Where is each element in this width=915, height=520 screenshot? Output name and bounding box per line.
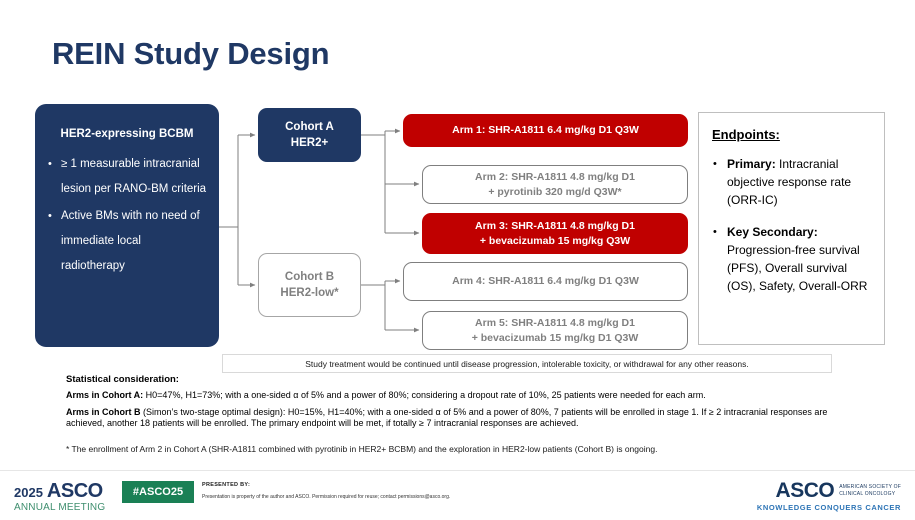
endpoint-key-secondary-label: Key Secondary: xyxy=(727,225,818,239)
arm-3-line-2: + bevacizumab 15 mg/kg Q3W xyxy=(479,234,631,247)
endpoint-key-secondary-text: Progression-free survival (PFS), Overall… xyxy=(727,243,868,293)
asco-wordmark: ASCO xyxy=(46,480,103,502)
statistics-cohort-a-label: Arms in Cohort A: xyxy=(66,390,144,400)
permission-text: Presentation is property of the author a… xyxy=(202,494,451,500)
footer-divider xyxy=(0,470,915,471)
arm-3-box[interactable]: Arm 3: SHR-A1811 4.8 mg/kg D1 + bevacizu… xyxy=(422,213,688,254)
cohort-b-subtitle: HER2-low* xyxy=(280,287,339,299)
population-criteria-list: ≥ 1 measurable intracranial lesion per R… xyxy=(47,152,207,279)
arm-2-line-1: Arm 2: SHR-A1811 4.8 mg/kg D1 xyxy=(475,170,635,183)
asco-society-tagline: AMERICAN SOCIETY OF CLINICAL ONCOLOGY xyxy=(839,484,901,498)
statistics-cohort-b: Arms in Cohort B (Simon’s two-stage opti… xyxy=(66,407,856,430)
endpoints-title: Endpoints: xyxy=(712,127,780,142)
asco-right-wordmark: ASCO xyxy=(775,479,835,502)
endpoint-key-secondary: Key Secondary: Progression-free survival… xyxy=(712,223,872,295)
cohort-a-name: Cohort A xyxy=(285,121,334,133)
endpoints-panel: Endpoints: Primary: Intracranial objecti… xyxy=(698,112,885,345)
asco-annual-meeting-label: ANNUAL MEETING xyxy=(14,502,106,513)
asco-year: 2025 xyxy=(14,485,43,500)
statistics-cohort-a-text: H0=47%, H1=73%; with a one-sided α of 5%… xyxy=(143,390,706,400)
page-title: REIN Study Design xyxy=(52,36,330,71)
treatment-continuation-note: Study treatment would be continued until… xyxy=(222,354,832,373)
statistical-consideration-block: Statistical consideration: Arms in Cohor… xyxy=(66,374,856,435)
asco-slogan: KNOWLEDGE CONQUERS CANCER xyxy=(756,503,901,512)
statistics-cohort-b-text: (Simon’s two-stage optimal design): H0=1… xyxy=(66,406,828,429)
population-criterion: Active BMs with no need of immediate loc… xyxy=(47,204,207,279)
presented-by-label: PRESENTED BY: xyxy=(202,482,251,488)
arm-4-line-1: Arm 4: SHR-A1811 6.4 mg/kg D1 Q3W xyxy=(452,275,639,287)
endpoint-primary-text: Intracranial objective response rate (OR… xyxy=(727,157,852,207)
asco-annual-meeting-logo: 2025 ASCO ANNUAL MEETING xyxy=(14,481,122,513)
asco-tagline-line-1: AMERICAN SOCIETY OF xyxy=(839,483,901,490)
arm-5-line-2: + bevacizumab 15 mg/kg D1 Q3W xyxy=(471,331,639,344)
conference-hashtag-badge: #ASCO25 xyxy=(122,481,194,503)
arm-5-box[interactable]: Arm 5: SHR-A1811 4.8 mg/kg D1 + bevacizu… xyxy=(422,311,688,350)
statistics-heading: Statistical consideration: xyxy=(66,374,179,385)
population-criterion: ≥ 1 measurable intracranial lesion per R… xyxy=(47,152,207,202)
arm-2-box[interactable]: Arm 2: SHR-A1811 4.8 mg/kg D1 + pyrotini… xyxy=(422,165,688,204)
presented-by-block: PRESENTED BY: Presentation is property o… xyxy=(202,482,622,500)
arm-1-line-1: Arm 1: SHR-A1811 6.4 mg/kg D1 Q3W xyxy=(452,124,639,136)
statistics-cohort-a: Arms in Cohort A: H0=47%, H1=73%; with a… xyxy=(66,390,856,402)
treatment-note-text: Study treatment would be continued until… xyxy=(305,358,749,369)
arm-1-box[interactable]: Arm 1: SHR-A1811 6.4 mg/kg D1 Q3W xyxy=(403,114,688,147)
arm-4-box[interactable]: Arm 4: SHR-A1811 6.4 mg/kg D1 Q3W xyxy=(403,262,688,301)
statistics-cohort-b-label: Arms in Cohort B xyxy=(66,406,141,417)
population-box: HER2-expressing BCBM ≥ 1 measurable intr… xyxy=(35,104,219,347)
endpoint-primary-label: Primary: xyxy=(727,157,776,171)
cohort-b-box[interactable]: Cohort B HER2-low* xyxy=(258,253,361,317)
arm-5-line-1: Arm 5: SHR-A1811 4.8 mg/kg D1 xyxy=(475,316,635,329)
asco-society-logo: ASCO AMERICAN SOCIETY OF CLINICAL ONCOLO… xyxy=(757,480,901,512)
endpoints-list: Primary: Intracranial objective response… xyxy=(712,155,872,295)
arm-3-line-1: Arm 3: SHR-A1811 4.8 mg/kg D1 xyxy=(475,219,635,232)
cohort-a-box[interactable]: Cohort A HER2+ xyxy=(258,108,361,162)
asco-tagline-line-2: CLINICAL ONCOLOGY xyxy=(839,490,896,497)
cohort-a-subtitle: HER2+ xyxy=(290,137,329,149)
cohort-b-name: Cohort B xyxy=(284,271,335,283)
slide-footnote: * The enrollment of Arm 2 in Cohort A (S… xyxy=(66,444,658,454)
population-heading: HER2-expressing BCBM xyxy=(60,128,194,140)
arm-2-line-2: + pyrotinib 320 mg/d Q3W* xyxy=(488,185,622,198)
endpoint-primary: Primary: Intracranial objective response… xyxy=(712,155,872,209)
